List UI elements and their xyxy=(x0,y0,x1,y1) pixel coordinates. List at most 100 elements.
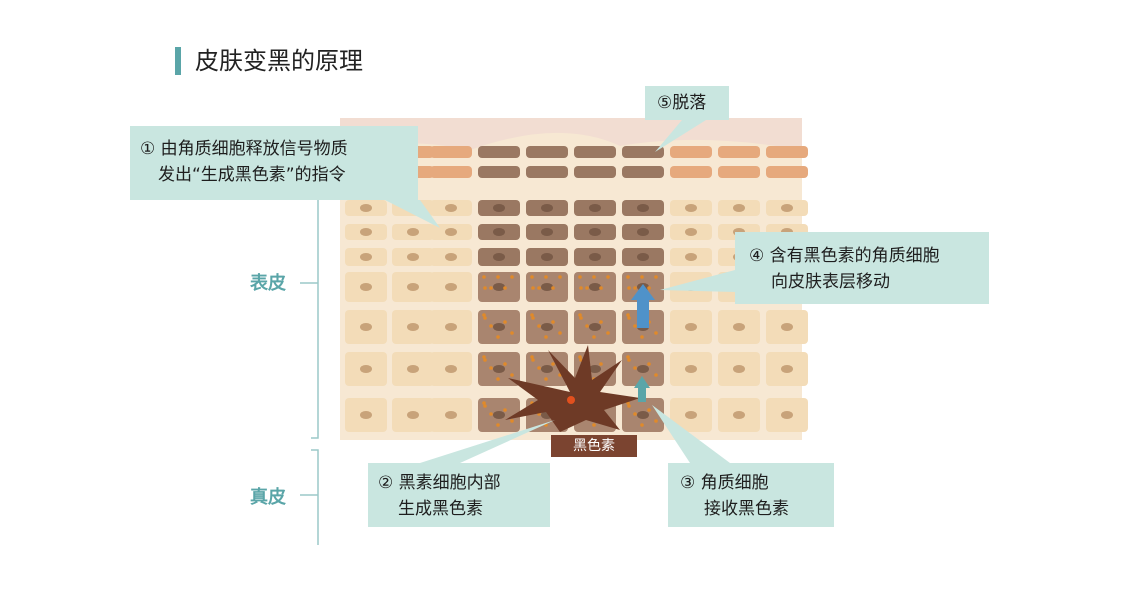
melanin-granule xyxy=(558,331,562,335)
callout-step-3: ③ 角质细胞 接收黑色素 xyxy=(668,463,834,527)
cell-nucleus xyxy=(407,228,419,236)
melanin-granule xyxy=(599,286,603,290)
cell-nucleus xyxy=(685,228,697,236)
callout-step-2-line2: 生成黑色素 xyxy=(398,499,483,519)
melanin-granule xyxy=(640,423,644,427)
melanin-granule xyxy=(537,324,541,328)
cell-nucleus xyxy=(493,228,505,236)
melanin-granule xyxy=(592,275,596,279)
cell-nucleus xyxy=(445,411,457,419)
cell-nucleus xyxy=(407,283,419,291)
melanin-granule xyxy=(633,412,637,416)
layer-brackets xyxy=(300,159,319,545)
melanin-granule xyxy=(558,275,562,279)
melanin-granule xyxy=(510,419,514,423)
cell-nucleus xyxy=(493,323,505,331)
melanin-granule xyxy=(489,412,493,416)
melanin-granule xyxy=(592,335,596,339)
melanin-granule xyxy=(489,366,493,370)
cell-nucleus xyxy=(493,204,505,212)
cell-nucleus xyxy=(445,204,457,212)
arrow-up-icon xyxy=(631,284,655,328)
cell-nucleus xyxy=(445,283,457,291)
skin-cell xyxy=(478,146,520,158)
cell-nucleus xyxy=(360,204,372,212)
melanin-granule xyxy=(599,320,603,324)
cell-nucleus xyxy=(541,253,553,261)
melanin-granule xyxy=(489,286,493,290)
melanin-granule xyxy=(510,331,514,335)
cell-nucleus xyxy=(589,204,601,212)
cell-nucleus xyxy=(781,204,793,212)
cell-nucleus xyxy=(733,365,745,373)
melanin-granule xyxy=(551,286,555,290)
cell-nucleus xyxy=(445,323,457,331)
melanin-granule xyxy=(483,358,487,362)
callout-step-5: ⑤脱落 xyxy=(645,86,729,120)
melanin-granule xyxy=(647,408,651,412)
callout-step-1-line1: ① 由角质细胞释放信号物质 xyxy=(140,139,348,159)
melanin-granule xyxy=(530,355,534,359)
melanin-granule xyxy=(544,377,548,381)
cell-nucleus xyxy=(493,253,505,261)
cell-nucleus xyxy=(589,253,601,261)
melanin-granule xyxy=(496,275,500,279)
melanin-granule xyxy=(510,373,514,377)
cell-nucleus xyxy=(637,204,649,212)
cell-nucleus xyxy=(685,253,697,261)
cell-nucleus xyxy=(407,365,419,373)
melanin-granule xyxy=(551,320,555,324)
skin-cell xyxy=(574,146,616,158)
cell-nucleus xyxy=(360,323,372,331)
melanin-granule xyxy=(627,316,631,320)
skin-cell xyxy=(718,166,760,178)
melanin-granule xyxy=(531,316,535,320)
melanin-granule xyxy=(544,275,548,279)
skin-cell xyxy=(670,146,712,158)
melanin-label: 黑色素 xyxy=(551,435,637,457)
cell-nucleus xyxy=(493,411,505,419)
cell-nucleus xyxy=(445,253,457,261)
melanin-granule xyxy=(510,275,514,279)
cell-nucleus xyxy=(685,323,697,331)
melanin-granule xyxy=(640,335,644,339)
cell-nucleus xyxy=(493,283,505,291)
cell-nucleus xyxy=(360,283,372,291)
melanin-granule xyxy=(578,275,582,279)
cell-nucleus xyxy=(360,228,372,236)
callout-pointers xyxy=(385,120,735,463)
cell-nucleus xyxy=(541,323,553,331)
melanin-granule xyxy=(531,286,535,290)
melanin-granule xyxy=(633,366,637,370)
melanin-granule xyxy=(482,355,486,359)
cell-nucleus xyxy=(445,228,457,236)
cell-nucleus xyxy=(445,365,457,373)
cell-nucleus xyxy=(685,411,697,419)
melanocyte-cell xyxy=(505,345,640,432)
cell-nucleus xyxy=(589,283,601,291)
melanin-granule xyxy=(626,275,630,279)
melanin-granule xyxy=(503,362,507,366)
skin-cell xyxy=(766,146,808,158)
skin-cell xyxy=(574,166,616,178)
skin-cell xyxy=(430,166,472,178)
cell-nucleus xyxy=(407,323,419,331)
skin-cell xyxy=(622,146,664,158)
cell-nucleus xyxy=(589,323,601,331)
cell-nucleus xyxy=(360,253,372,261)
cell-nucleus xyxy=(407,253,419,261)
skin-cell xyxy=(718,146,760,158)
melanin-granule xyxy=(626,313,630,317)
cell-nucleus xyxy=(781,411,793,419)
melanin-granule xyxy=(551,362,555,366)
dermis-label: 真皮 xyxy=(250,487,286,508)
melanin-granule xyxy=(483,316,487,320)
cell-nucleus xyxy=(541,283,553,291)
callout-step-2-line1: ② 黑素细胞内部 xyxy=(378,473,501,493)
skin-cell xyxy=(526,146,568,158)
melanin-granule xyxy=(496,423,500,427)
cell-nucleus xyxy=(637,228,649,236)
callout-step-4: ④ 含有黑色素的角质细胞 向皮肤表层移动 xyxy=(735,232,989,304)
melanin-granule xyxy=(489,324,493,328)
melanin-granule xyxy=(537,286,541,290)
